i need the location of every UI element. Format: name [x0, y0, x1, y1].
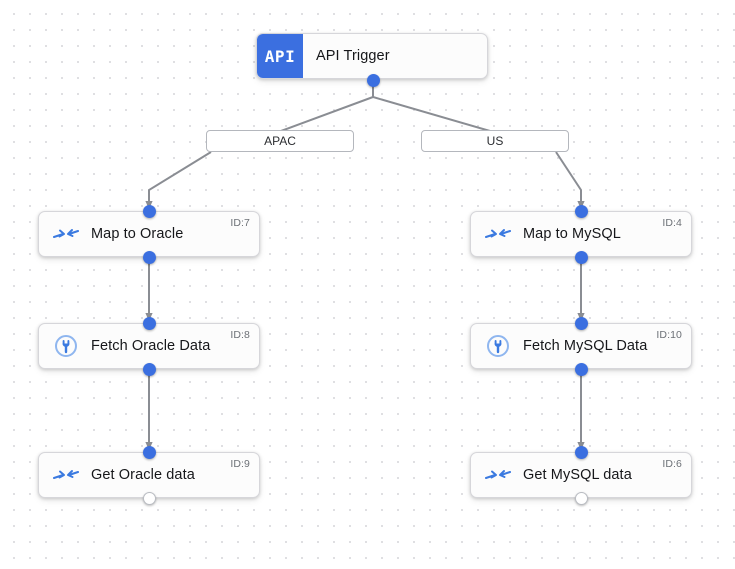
node-map-to-mysql[interactable]: Map to MySQL ID:4 [470, 211, 692, 257]
map-arrows-icon [51, 462, 81, 488]
id-badge: ID:6 [662, 458, 682, 470]
node-api-trigger[interactable]: API API Trigger [256, 33, 488, 79]
node-label: Map to Oracle [91, 226, 184, 242]
map-arrows-icon [51, 221, 81, 247]
node-label: Fetch MySQL Data [523, 338, 648, 354]
edge-trigger-to-us [372, 86, 491, 132]
port-input-map-to-mysql[interactable] [575, 205, 588, 218]
node-get-mysql-data[interactable]: Get MySQL data ID:6 [470, 452, 692, 498]
port-output-get-mysql-data[interactable] [575, 492, 588, 505]
connector-plug-icon [51, 333, 81, 359]
port-input-get-oracle-data[interactable] [143, 446, 156, 459]
port-output-get-oracle-data[interactable] [143, 492, 156, 505]
node-label: Fetch Oracle Data [91, 338, 211, 354]
edge-trigger-to-apac [280, 86, 374, 132]
node-fetch-mysql-data[interactable]: Fetch MySQL Data ID:10 [470, 323, 692, 369]
id-badge: ID:10 [656, 329, 682, 341]
port-output-map-to-oracle[interactable] [143, 251, 156, 264]
id-badge: ID:7 [230, 217, 250, 229]
map-arrows-icon [483, 221, 513, 247]
id-badge: ID:9 [230, 458, 250, 470]
node-label: API Trigger [316, 48, 390, 64]
port-input-map-to-oracle[interactable] [143, 205, 156, 218]
api-badge-icon: API [257, 34, 303, 78]
branch-label-apac[interactable]: APAC [206, 130, 354, 152]
connector-plug-icon [483, 333, 513, 359]
api-badge-text: API [264, 46, 296, 66]
node-label: Map to MySQL [523, 226, 621, 242]
port-input-fetch-mysql-data[interactable] [575, 317, 588, 330]
port-input-fetch-oracle-data[interactable] [143, 317, 156, 330]
id-badge: ID:4 [662, 217, 682, 229]
port-input-get-mysql-data[interactable] [575, 446, 588, 459]
edge-apac-to-map-oracle [145, 151, 212, 210]
node-label: Get Oracle data [91, 467, 195, 483]
node-label: Get MySQL data [523, 467, 632, 483]
port-output-fetch-mysql-data[interactable] [575, 363, 588, 376]
branch-label-text: US [486, 134, 504, 148]
port-output-fetch-oracle-data[interactable] [143, 363, 156, 376]
port-output-map-to-mysql[interactable] [575, 251, 588, 264]
id-badge: ID:8 [230, 329, 250, 341]
port-output-trigger[interactable] [367, 74, 380, 87]
edge-us-to-map-mysql [555, 151, 585, 210]
branch-label-text: APAC [264, 134, 296, 148]
map-arrows-icon [483, 462, 513, 488]
branch-label-us[interactable]: US [421, 130, 569, 152]
